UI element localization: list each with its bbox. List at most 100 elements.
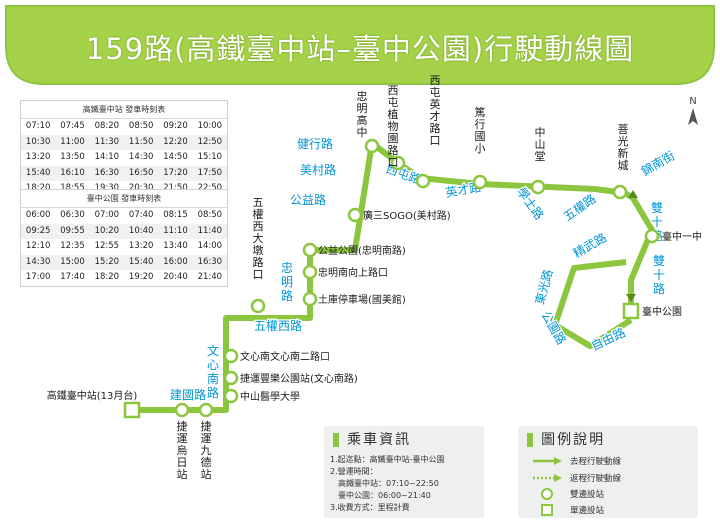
bus-stop-label: 捷運烏日站 — [177, 419, 188, 481]
timetable-cell: 07:10 — [25, 121, 51, 131]
timetable-cell: 14:50 — [163, 152, 188, 163]
info-line: 高鐵臺中站：07:10~22:50 — [338, 479, 439, 488]
legend-title-row: 圖例說明 — [526, 429, 605, 449]
road-label-text: 五權西路 — [254, 318, 302, 333]
bus-stop: 菩光新城 — [612, 123, 629, 200]
road-label: 文心南路 — [206, 342, 221, 402]
timetable-title: 高鐵臺中站 發車時刻表 — [21, 101, 227, 119]
timetable-cell: 07:00 — [94, 210, 120, 220]
timetable-cell: 14:30 — [128, 152, 154, 163]
info-title: 乘車資訊 — [347, 432, 412, 448]
double-stop-circle-icon — [364, 138, 380, 154]
timetable-cell: 16:10 — [55, 165, 90, 182]
timetable-cell: 08:20 — [94, 121, 120, 131]
timetable-cell: 09:25 — [21, 223, 56, 240]
legend-label: 去程行駛動線 — [570, 457, 622, 467]
bus-stop: 西屯英才路口 — [415, 74, 441, 189]
road-label: 錦南街 — [637, 146, 678, 179]
bus-stop-label: 高鐵臺中站(13月台) — [47, 389, 138, 402]
timetable-cell: 18:20 — [21, 181, 55, 197]
info-line: 3.收費方式：里程計費 — [330, 503, 410, 512]
double-stop-circle-icon — [302, 264, 318, 280]
timetable-cell: 10:20 — [89, 223, 124, 240]
bus-stop-label: 公益公園(忠明南路) — [318, 244, 406, 257]
timetable-cell: 11:30 — [89, 134, 124, 151]
bus-stop: 中山堂 — [530, 126, 546, 195]
bus-stop-label: 篤行國小 — [475, 105, 486, 155]
timetable-cell: 21:40 — [197, 272, 223, 283]
road-label-text: 東光路 — [532, 267, 556, 306]
double-stop-circle-icon — [530, 179, 546, 195]
bus-stop-label: 忠明南向上路口 — [318, 266, 388, 279]
timetable-cell: 17:40 — [60, 272, 85, 283]
bus-stop: 捷運烏日站 — [174, 402, 190, 481]
double-stop-circle-icon — [612, 184, 628, 200]
timetable-cell: 15:40 — [123, 254, 159, 271]
info-line: 1.起迄點：高鐵臺中站-臺中公園 — [330, 455, 445, 464]
timetable-cell: 16:50 — [123, 165, 159, 182]
timetable-cell: 12:10 — [25, 241, 51, 252]
timetable-cell: 13:20 — [25, 152, 51, 163]
legend-title: 圖例說明 — [541, 432, 606, 448]
double-stop-circle-icon — [250, 298, 266, 314]
road-label-text: 雙十路 — [651, 201, 663, 243]
bus-stop: 中山醫學大學 — [223, 388, 300, 404]
timetable-cell: 12:55 — [94, 241, 120, 252]
timetable-cell: 06:00 — [25, 210, 51, 220]
bus-stop-label: 中山堂 — [535, 126, 546, 163]
bus-stop-label: 臺中公園 — [642, 305, 682, 318]
road-label: 東光路 — [530, 266, 556, 307]
timetable-cell: 14:00 — [197, 241, 223, 252]
route-direction-arrow-icon — [628, 190, 638, 198]
bus-stop-label: 西屯英才路口 — [430, 74, 441, 147]
timetable-cell: 20:30 — [124, 181, 158, 197]
road-label: 美村路 — [299, 161, 338, 179]
timetable-cell: 07:45 — [60, 121, 85, 131]
info-title-row: 乘車資訊 — [332, 429, 411, 449]
timetable-cell: 18:55 — [55, 181, 89, 197]
road-label-text: 健行路 — [297, 136, 333, 151]
timetable-cell: 09:55 — [55, 223, 90, 240]
timetable-cell: 13:50 — [60, 152, 85, 163]
info-panel: 乘車資訊 1.起迄點：高鐵臺中站-臺中公園 2.營運時間： 高鐵臺中站：07:1… — [324, 426, 484, 518]
road-label: 健行路 — [296, 135, 335, 153]
road-label-text: 建國路 — [170, 387, 206, 402]
double-stop-circle-icon — [302, 242, 318, 258]
return-arrow-icon — [533, 474, 562, 482]
bus-stop-label: 菩光新城 — [618, 123, 629, 172]
timetable-cell: 20:40 — [163, 272, 188, 283]
double-stop-circle-icon — [198, 402, 214, 418]
bus-stop: 忠明高中 — [357, 90, 380, 154]
title-band — [5, 5, 715, 85]
timetable-cell: 08:50 — [128, 121, 154, 131]
bus-stop: 公益公園(忠明南路) — [302, 242, 406, 258]
timetable-cell: 17:20 — [158, 165, 193, 182]
timetable-cell: 15:10 — [197, 152, 223, 163]
timetable-cell: 14:30 — [21, 254, 56, 271]
page-title: 159路(高鐵臺中站–臺中公園)行駛動線圖 — [85, 32, 635, 66]
road-label: 五權西路 — [253, 317, 304, 335]
road-label: 五權路 — [559, 190, 600, 225]
legend-panel: 圖例說明 去程行駛動線 返程行駛動線 雙邊設站 單邊設站 — [518, 426, 698, 518]
bus-stop-label: 廣三SOGO(美村路) — [363, 209, 451, 222]
timetable-cell: 13:40 — [163, 241, 188, 252]
road-label: 建國路 — [169, 386, 208, 404]
bus-stop: 土庫停車場(國美館) — [302, 291, 406, 307]
bus-stop: 臺中一中 — [644, 228, 702, 244]
bus-stop-label: 土庫停車場(國美館) — [318, 293, 406, 306]
bus-stop: 文心南文心南二路口 — [223, 348, 330, 364]
single-stop-square-icon — [622, 302, 640, 320]
timetable-cell: 11:40 — [192, 223, 227, 240]
road-label-text: 五權路 — [560, 191, 598, 224]
timetable-cell: 22:50 — [193, 181, 227, 197]
timetable-cell: 09:20 — [163, 121, 188, 131]
bus-stop-label: 捷運九德站 — [201, 419, 212, 481]
bus-stop: 廣三SOGO(美村路) — [347, 207, 451, 223]
bus-stop: 五權西大墩路口 — [250, 196, 266, 314]
timetable-cell: 08:15 — [163, 210, 188, 220]
double-stop-circle-icon — [390, 155, 406, 171]
